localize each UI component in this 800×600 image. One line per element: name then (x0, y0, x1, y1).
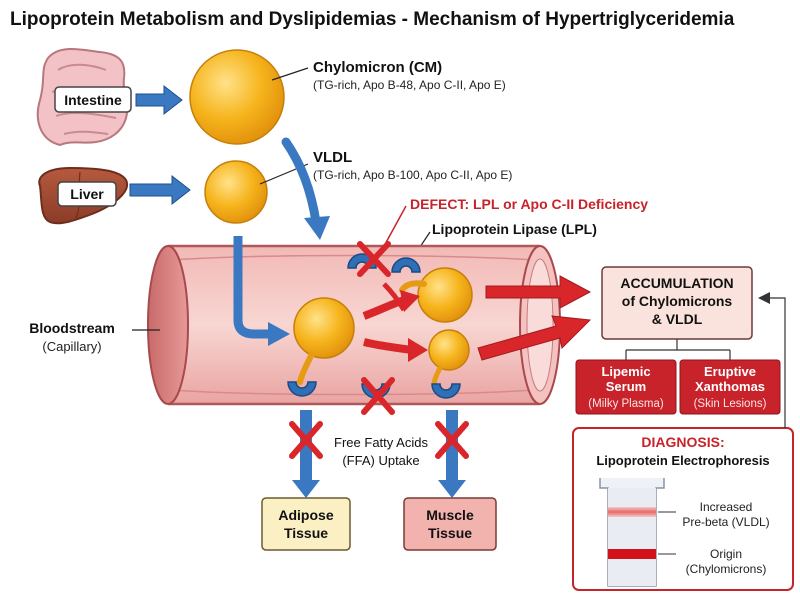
red-flow-arrowhead-upper (400, 290, 420, 312)
defect-label: DEFECT: LPL or Apo C-II Deficiency (410, 196, 648, 212)
diagnosis-subtitle: Lipoprotein Electrophoresis (596, 453, 769, 468)
ffa-x-mark-muscle (435, 421, 469, 459)
chylomicron-particle (189, 49, 285, 145)
cm-to-vessel-arrow (281, 137, 321, 227)
vldl-particle (204, 160, 268, 224)
intestine-to-cm-arrow (135, 84, 183, 116)
vessel-small-particle (428, 329, 470, 371)
defect-x-mark-top (357, 241, 391, 277)
lipemic-subtitle: (Milky Plasma) (588, 398, 664, 410)
red-flow-arrowhead-lower (408, 338, 428, 362)
ffa-arrow-adipose-head (292, 480, 320, 498)
chylomicron-desc: (TG-rich, Apo B-48, Apo C-II, Apo E) (313, 78, 506, 92)
vldl-name: VLDL (313, 149, 352, 166)
accumulation-line1: ACCUMULATION (620, 275, 733, 291)
diagnosis-title: DIAGNOSIS: (641, 434, 724, 450)
origin-band (608, 549, 656, 559)
diagnosis-to-accumulation-arrowhead (758, 292, 770, 304)
vldl-desc: (TG-rich, Apo B-100, Apo C-II, Apo E) (313, 168, 512, 182)
intestine-label: Intestine (64, 92, 122, 108)
lipemic-title2: Serum (606, 379, 646, 394)
red-flow-arrow-lower (363, 338, 413, 354)
ffa-label-line1: Free Fatty Acids (334, 435, 428, 450)
lipemic-title1: Lipemic (601, 364, 650, 379)
ffa-arrow-muscle-shaft (446, 410, 458, 482)
cm-to-vessel-arrowhead (304, 216, 330, 240)
band1-line2: Pre-beta (VLDL) (682, 515, 769, 529)
chylomicron-name: Chylomicron (CM) (313, 59, 442, 76)
band1-line1: Increased (700, 500, 753, 514)
lpl-enzyme-bottom-left (287, 381, 317, 397)
liver-to-vldl-arrow (129, 174, 191, 206)
vessel-chylomicron (293, 297, 355, 359)
ffa-x-mark-adipose (289, 421, 323, 459)
bloodstream-sublabel: (Capillary) (42, 339, 101, 354)
band2-line1: Origin (710, 547, 742, 561)
red-blocked-arrow-top (382, 282, 407, 312)
vessel-large-particle (417, 267, 473, 323)
vldl-to-vessel-arrow (233, 236, 270, 339)
xanthoma-title1: Eruptive (704, 364, 756, 379)
muscle-label-line2: Tissue (428, 525, 472, 541)
lpl-enzyme-top-right (391, 257, 421, 273)
adipose-tissue-box (261, 497, 351, 551)
diagnosis-to-accumulation-arrow (764, 297, 786, 428)
xanthoma-box (679, 359, 781, 415)
vessel-chylomicron-tail (297, 351, 315, 385)
electrophoresis-gel (599, 478, 665, 587)
intestine-label-box (54, 86, 132, 113)
pre-beta-band (608, 507, 656, 517)
red-arrow-to-accumulation-top (485, 275, 592, 309)
accumulation-line3: & VLDL (652, 311, 703, 327)
lpl-label: Lipoprotein Lipase (LPL) (432, 221, 597, 237)
muscle-tissue-box (403, 497, 497, 551)
lipemic-serum-box (575, 359, 677, 415)
consequence-connector (625, 339, 731, 360)
vessel-large-particle-tail (399, 280, 427, 293)
ffa-arrow-muscle-head (438, 480, 466, 498)
page-title: Lipoprotein Metabolism and Dyslipidemias… (10, 9, 735, 30)
lpl-enzyme-bottom-right (431, 383, 461, 399)
accumulation-line2: of Chylomicrons (622, 293, 733, 309)
xanthoma-title2: Xanthomas (695, 379, 765, 394)
muscle-label-line1: Muscle (426, 507, 474, 523)
defect-x-mark-bottom (361, 377, 395, 415)
adipose-label-line2: Tissue (284, 525, 328, 541)
ffa-label-line2: (FFA) Uptake (342, 453, 419, 468)
defect-leader (382, 205, 407, 249)
xanthoma-subtitle: (Skin Lesions) (694, 398, 767, 410)
liver-label: Liver (70, 186, 104, 202)
bloodstream-label: Bloodstream (29, 320, 115, 336)
red-arrow-to-accumulation-bottom (477, 315, 592, 361)
vldl-to-vessel-arrowhead (268, 322, 290, 346)
adipose-label-line1: Adipose (278, 507, 333, 523)
ffa-arrow-adipose-shaft (300, 410, 312, 482)
chylomicron-leader (271, 67, 309, 81)
band2-line2: (Chylomicrons) (686, 562, 767, 576)
liver-label-box (57, 181, 117, 207)
